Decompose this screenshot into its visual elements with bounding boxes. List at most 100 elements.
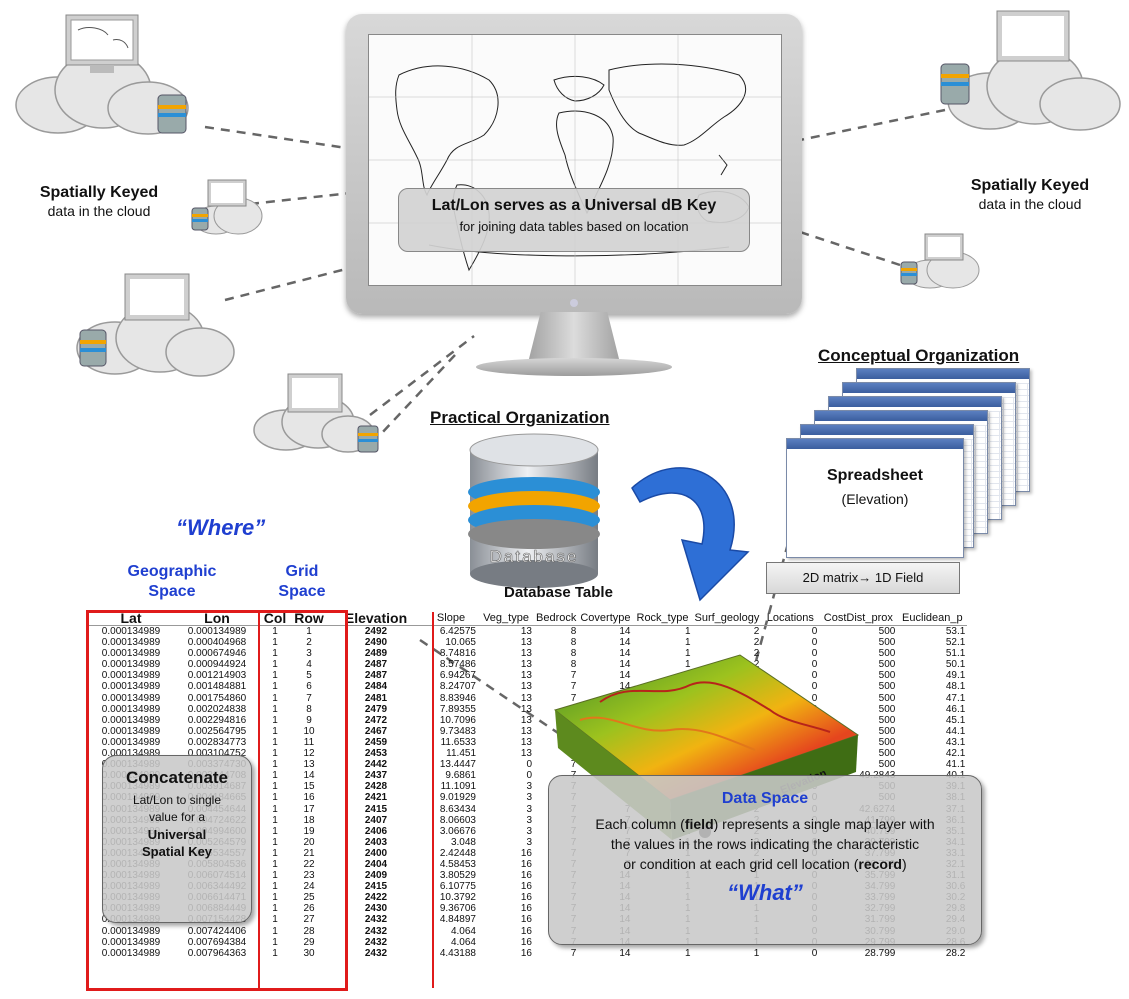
table-cell: 28 <box>303 925 315 937</box>
table-cell: 13 <box>520 670 532 682</box>
table-cell: 2430 <box>364 903 388 915</box>
table-cell: 2479 <box>364 703 388 715</box>
column-header: Euclidean_p <box>897 612 968 626</box>
table-cell: 16 <box>520 881 532 893</box>
data-space-text: ) <box>901 856 907 872</box>
geographic-space-line-2: Space <box>148 583 196 600</box>
table-cell: 0.002834773 <box>187 736 247 748</box>
table-cell: 2428 <box>364 781 388 793</box>
table-cell: 2472 <box>364 714 388 726</box>
table-cell: 0.000134989 <box>101 648 161 660</box>
table-cell: 12 <box>303 748 315 760</box>
table-cell: 14 <box>619 947 631 959</box>
table-cell: 2415 <box>364 803 388 815</box>
table-cell: 1 <box>272 870 278 882</box>
table-cell: 2404 <box>364 858 388 870</box>
table-cell: 3 <box>526 792 532 804</box>
table-cell: 2400 <box>364 847 388 859</box>
table-cell: 9.36706 <box>439 903 476 915</box>
table-cell: 2487 <box>364 670 388 682</box>
table-cell: 2467 <box>364 725 388 737</box>
table-cell: 2422 <box>364 892 388 904</box>
table-cell: 500 <box>878 681 896 693</box>
table-cell: 2 <box>753 648 760 660</box>
concatenate-line-1: Lat/Lon to single <box>132 793 222 807</box>
table-cell: 1 <box>272 714 278 726</box>
database-table-caption: Database Table <box>504 584 613 601</box>
table-cell: 8 <box>570 659 577 671</box>
table-cell: 3 <box>526 825 532 837</box>
table-cell: 0.007964363 <box>187 947 247 959</box>
table-cell: 500 <box>878 703 896 715</box>
table-cell: 53.1 <box>945 626 966 637</box>
table-cell: 16 <box>520 847 532 859</box>
data-space-title: Data Space <box>721 790 809 807</box>
practical-organization-heading: Practical Organization <box>430 408 610 427</box>
table-cell: 8 <box>570 648 577 660</box>
table-cell: 14 <box>619 637 631 649</box>
table-cell: 11.1091 <box>440 781 476 793</box>
table-cell: 13 <box>520 637 532 649</box>
table-cell: 4.064 <box>450 936 476 948</box>
column-header: Bedrock <box>534 612 579 626</box>
table-cell: 9 <box>306 714 312 726</box>
table-cell: 28.799 <box>864 947 896 959</box>
table-cell: 1 <box>272 792 278 804</box>
table-cell: 2432 <box>364 925 388 937</box>
column-header: Row <box>290 612 328 626</box>
grid-space-line-2: Space <box>278 583 326 600</box>
table-cell: 13 <box>520 736 532 748</box>
cloud-node-2 <box>191 179 263 235</box>
table-cell: 500 <box>878 714 896 726</box>
monitor-stand-neck <box>527 312 621 366</box>
table-cell: 0.000134989 <box>101 692 161 704</box>
table-cell: 3 <box>526 803 532 815</box>
table-cell: 0 <box>811 670 818 682</box>
table-cell: 11 <box>303 736 315 748</box>
table-cell: 1 <box>272 692 278 704</box>
table-cell: 6.42575 <box>439 626 476 637</box>
column-header: Elevation <box>328 612 424 626</box>
table-row: 0.0001349890.0017548601724818.8394613714… <box>88 693 967 704</box>
table-cell: 1 <box>272 648 278 660</box>
table-cell: 18 <box>303 814 315 826</box>
table-cell: 2.42448 <box>439 847 476 859</box>
data-space-line-3: or condition at each grid cell location … <box>549 854 981 874</box>
table-cell: 2489 <box>364 648 388 660</box>
table-cell: 1 <box>272 825 278 837</box>
table-cell: 2453 <box>364 748 388 760</box>
table-cell: 2437 <box>364 770 388 782</box>
table-cell: 7.89355 <box>439 703 476 715</box>
column-header: Veg_type <box>478 612 534 626</box>
table-cell: 8 <box>306 703 312 715</box>
cloud-node-1 <box>15 14 189 135</box>
table-cell: 2442 <box>364 759 388 771</box>
table-cell: 500 <box>878 759 896 771</box>
table-cell: 16 <box>520 925 532 937</box>
table-cell: 48.1 <box>945 681 966 693</box>
table-cell: 1 <box>272 892 278 904</box>
table-cell: 0.000134989 <box>101 681 161 693</box>
data-space-record-word: record <box>858 856 902 872</box>
left-cloud-caption: Spatially Keyed data in the cloud <box>14 183 184 221</box>
table-cell: 500 <box>878 626 896 637</box>
column-header: Covertype <box>578 612 633 626</box>
table-cell: 2407 <box>364 814 388 826</box>
table-cell: 16 <box>520 903 532 915</box>
table-cell: 2459 <box>364 736 388 748</box>
universal-key-title: Lat/Lon serves as a Universal dB Key <box>431 197 717 214</box>
table-cell: 2403 <box>364 836 388 848</box>
table-cell: 1 <box>272 903 278 915</box>
table-cell: 16 <box>520 914 532 926</box>
data-space-line-1: Each column (field) represents a single … <box>549 814 981 834</box>
table-cell: 21 <box>303 847 315 859</box>
table-cell: 2409 <box>364 870 388 882</box>
table-cell: 13 <box>520 703 532 715</box>
table-cell: 1 <box>272 836 278 848</box>
concatenate-line-2: value for a <box>148 810 206 824</box>
table-cell: 19 <box>303 825 315 837</box>
table-cell: 2484 <box>364 681 388 693</box>
table-cell: 0 <box>811 626 818 637</box>
